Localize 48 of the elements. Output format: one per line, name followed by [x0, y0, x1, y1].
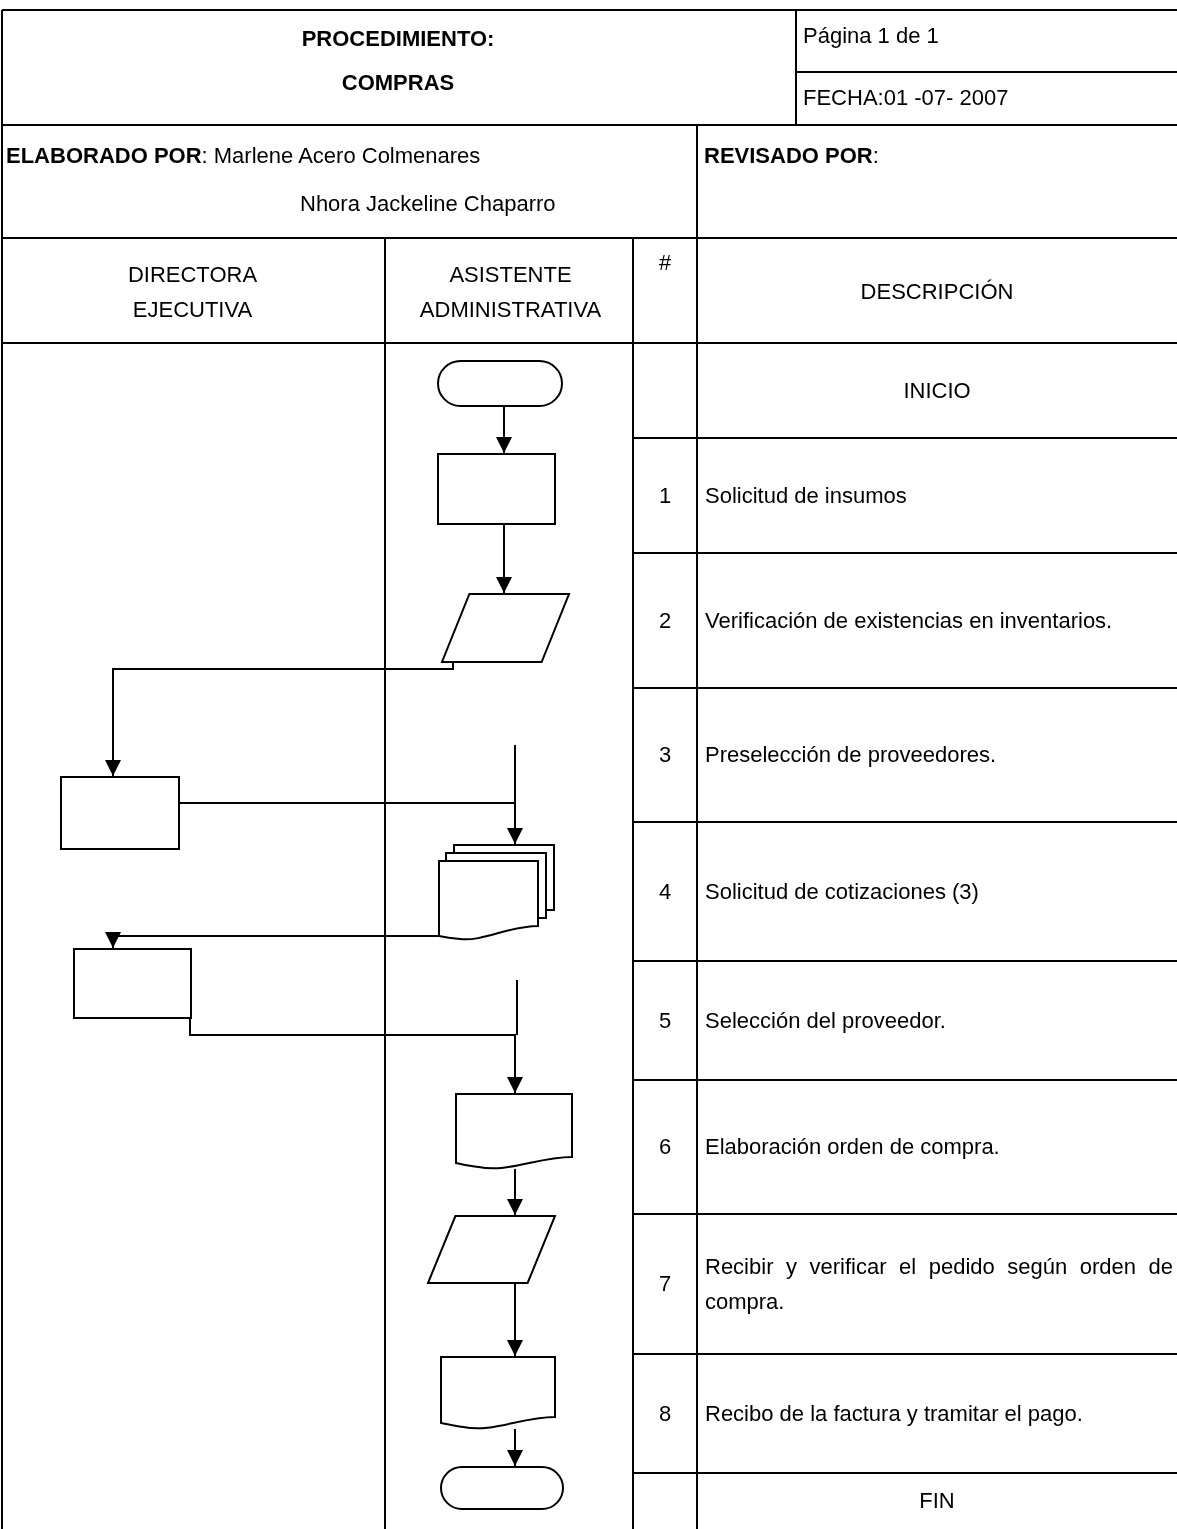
arrow — [105, 662, 454, 777]
column-header: # — [658, 249, 672, 278]
document-shape — [455, 1093, 573, 1169]
header-title: PROCEDIMIENTO: — [301, 25, 495, 54]
terminal-shape — [437, 360, 563, 407]
step-description: Preselección de proveedores. — [705, 741, 998, 770]
process-box — [437, 453, 556, 525]
column-header: DIRECTORA EJECUTIVA — [126, 260, 259, 324]
step-description: Solicitud de insumos — [705, 481, 908, 510]
reviewer-text: REVISADO POR: — [704, 142, 879, 171]
data-parallelogram — [427, 1215, 556, 1284]
step-number: 7 — [658, 1270, 672, 1299]
process-box — [73, 948, 192, 1019]
column-header: ASISTENTE ADMINISTRATIVA — [418, 260, 603, 324]
step-description: Solicitud de cotizaciones (3) — [705, 877, 980, 906]
arrow — [105, 932, 439, 949]
column-header: DESCRIPCIÓN — [860, 278, 1014, 307]
multi-document-shape — [438, 844, 555, 940]
date-text: FECHA:01 -07- 2007 — [803, 84, 1009, 113]
step-number: 1 — [658, 481, 672, 510]
step-description: Selección del proveedor. — [705, 1006, 947, 1035]
data-parallelogram — [441, 593, 570, 663]
terminal-shape — [440, 1466, 564, 1510]
page-number: Página 1 de 1 — [803, 22, 939, 51]
step-description: Elaboración orden de compra. — [705, 1133, 1001, 1162]
arrow — [496, 406, 512, 454]
arrow — [179, 744, 523, 845]
arrow — [507, 1428, 523, 1467]
step-number: 6 — [658, 1133, 672, 1162]
arrow — [507, 1283, 523, 1357]
arrow — [507, 1168, 523, 1216]
step-description: Recibir y verificar el pedido según orden de compra. — [705, 1252, 1173, 1316]
arrow — [496, 524, 512, 594]
document-shape — [440, 1356, 556, 1429]
step-description: Recibo de la factura y tramitar el pago. — [705, 1399, 1084, 1428]
step-number: 4 — [658, 877, 672, 906]
step-description: Verificación de existencias en inventarios. — [705, 606, 1114, 635]
step-number: 5 — [658, 1006, 672, 1035]
author-text: ELABORADO POR: Marlene Acero Colmenares — [6, 142, 481, 171]
header-title: COMPRAS — [341, 69, 455, 98]
step-number: 3 — [658, 741, 672, 770]
step-text: INICIO — [903, 376, 971, 405]
step-number: 2 — [658, 606, 672, 635]
step-text: FIN — [919, 1487, 955, 1516]
step-number: 8 — [658, 1399, 672, 1428]
arrow — [189, 979, 523, 1094]
process-box — [60, 776, 180, 850]
author-text: Nhora Jackeline Chaparro — [300, 190, 556, 219]
